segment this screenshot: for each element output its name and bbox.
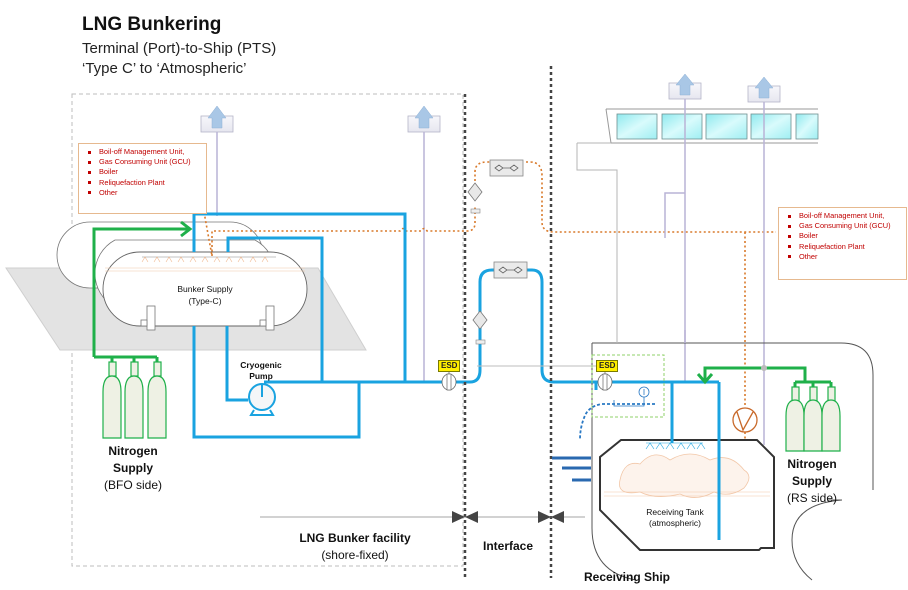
- ship-zone-label: Receiving Ship: [583, 570, 671, 584]
- facility-boundary: [71, 93, 464, 567]
- ship-hull: [592, 342, 874, 490]
- nitrogen-cylinders-rs: [785, 386, 841, 452]
- filter-vapour-icon: [467, 182, 483, 202]
- vent-mast-icon: [747, 76, 781, 445]
- bowtie-marker: [452, 511, 465, 523]
- diagram-subtitle-2: ‘Type C’ to ‘Atmospheric’: [82, 60, 247, 77]
- consumer-item: Reliquefaction Plant: [88, 178, 200, 188]
- receiving-tank: [599, 439, 775, 551]
- esd-control-zone: [591, 354, 665, 418]
- filter-lng-icon: [472, 310, 488, 330]
- consumer-item: Boil-off Management Unit,: [788, 211, 900, 221]
- consumer-list-rs: Boil-off Management Unit, Gas Consuming …: [778, 207, 907, 280]
- consumer-item: Other: [88, 188, 200, 198]
- receiving-tank-label: Receiving Tank (atmospheric): [630, 507, 720, 529]
- consumer-list-bfo: Boil-off Management Unit, Gas Consuming …: [78, 143, 207, 214]
- bunker-tank-label-line2: (Type-C): [188, 296, 222, 306]
- consumer-item: Gas Consuming Unit (GCU): [788, 221, 900, 231]
- ship-bridge: [576, 108, 819, 338]
- nitrogen-label-bfo-line2: Supply: [112, 461, 153, 475]
- consumer-item: Boiler: [88, 167, 200, 177]
- nitrogen-label-rs-line2: Supply: [791, 474, 832, 488]
- receiving-tank-label-line1: Receiving Tank: [646, 507, 704, 517]
- facility-zone-label-line2: (shore-fixed): [321, 548, 389, 562]
- junction-icon: [761, 365, 767, 371]
- nitrogen-label-bfo-line1: Nitrogen: [108, 444, 158, 458]
- esd-badge-bfo: ESD: [438, 360, 461, 372]
- bowtie-marker: [538, 511, 551, 523]
- esd-valve-ship: [597, 372, 613, 391]
- bog-compressor: [732, 407, 758, 433]
- diagram-subtitle-1: Terminal (Port)-to-Ship (PTS): [82, 40, 277, 57]
- nitrogen-label-rs: Nitrogen Supply (RS side): [772, 456, 852, 507]
- consumer-item: Gas Consuming Unit (GCU): [88, 157, 200, 167]
- nitrogen-cylinders-bfo: [102, 361, 167, 439]
- pump-label: Cryogenic Pump: [228, 360, 294, 382]
- facility-zone-label: LNG Bunker facility (shore-fixed): [280, 530, 430, 564]
- esd-badge-rs: ESD: [596, 360, 619, 372]
- nitrogen-label-rs-line3: (RS side): [786, 491, 837, 505]
- consumer-item: Boiler: [788, 231, 900, 241]
- consumer-item: Other: [788, 252, 900, 262]
- receiving-tank-label-line2: (atmospheric): [649, 518, 701, 528]
- deck-lines-icon: [552, 456, 591, 482]
- nitrogen-label-rs-line1: Nitrogen: [787, 457, 837, 471]
- nitrogen-label-bfo: Nitrogen Supply (BFO side): [90, 443, 176, 494]
- nitrogen-label-bfo-line3: (BFO side): [103, 478, 162, 492]
- consumer-item: Reliquefaction Plant: [788, 242, 900, 252]
- bunker-supply-tank: [102, 251, 308, 331]
- consumer-item: Boil-off Management Unit,: [88, 147, 200, 157]
- facility-zone-label-line1: LNG Bunker facility: [299, 531, 411, 545]
- drain-line: [579, 403, 655, 441]
- diagram-title: LNG Bunkering: [82, 14, 222, 35]
- pump-label-line2: Pump: [249, 371, 273, 381]
- nitrogen-line-rs: [696, 366, 833, 390]
- bunker-tank-label: Bunker Supply (Type-C): [150, 283, 260, 307]
- vent-mast-icon: [407, 105, 441, 382]
- bunker-tank-label-line1: Bunker Supply: [177, 284, 233, 294]
- vent-mast-icon: [200, 105, 234, 216]
- interface-zone-label: Interface: [482, 539, 534, 553]
- esd-valve-bfo: [441, 372, 457, 391]
- pump-label-line1: Cryogenic: [240, 360, 282, 370]
- cryogenic-pump: [248, 383, 276, 416]
